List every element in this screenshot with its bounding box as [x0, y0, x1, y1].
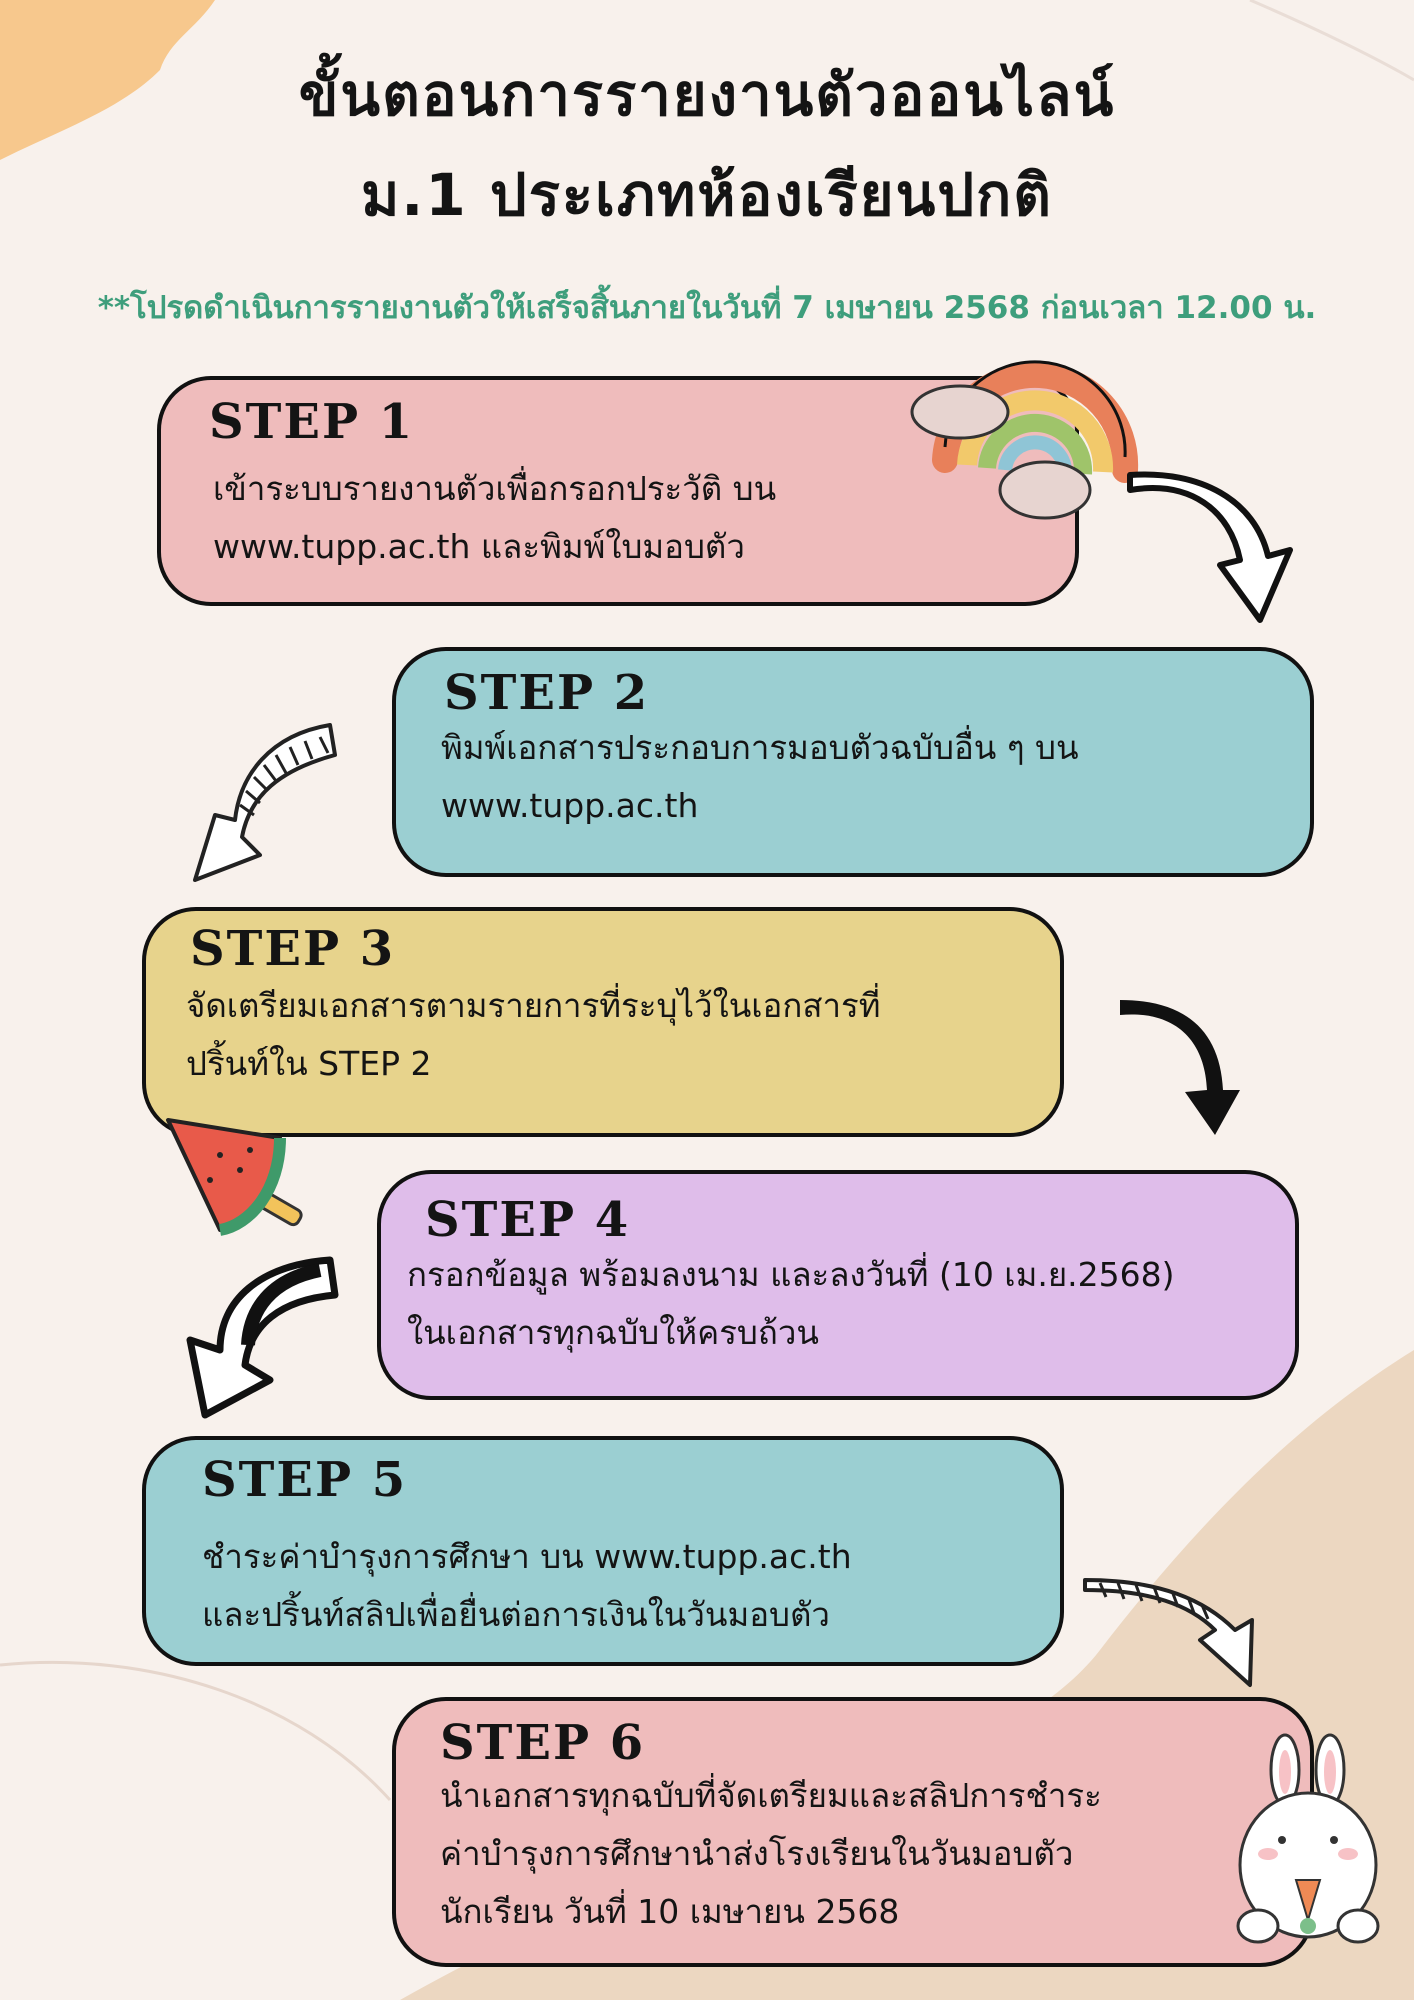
page-title-line2: ม.1 ประเภทห้องเรียนปกติ — [361, 161, 1053, 229]
step-5-label: STEP 5 — [202, 1452, 408, 1508]
rainbow-icon — [910, 360, 1139, 520]
deadline-notice: **โปรดดำเนินการรายงานตัวให้เสร็จสิ้นภายใ… — [97, 290, 1317, 326]
step-2-label: STEP 2 — [444, 665, 650, 721]
step-1-card: STEP 1 เข้าระบบรายงานตัวเพื่อกรอกประวัติ… — [157, 376, 1079, 606]
step-2-description: พิมพ์เอกสารประกอบการมอบตัวฉบับอื่น ๆ บน … — [441, 719, 1079, 835]
step-4-line-1: กรอกข้อมูล พร้อมลงนาม และลงวันที่ (10 เม… — [407, 1255, 1175, 1294]
step-6-line-2: ค่าบำรุงการศึกษานำส่งโรงเรียนในวันมอบตัว — [440, 1834, 1074, 1873]
arrow-icon-5 — [1083, 1578, 1254, 1687]
step-6-description: นำเอกสารทุกฉบับที่จัดเตรียมและสลิปการชำร… — [440, 1767, 1102, 1941]
step-4-card: STEP 4 กรอกข้อมูล พร้อมลงนาม และลงวันที่… — [377, 1170, 1299, 1400]
step-1-line-2: www.tupp.ac.th และพิมพ์ใบมอบตัว — [213, 527, 745, 566]
step-6-label: STEP 6 — [440, 1715, 646, 1771]
step-5-card: STEP 5 ชำระค่าบำรุงการศึกษา บน www.tupp.… — [142, 1436, 1064, 1666]
step-2-line-1: พิมพ์เอกสารประกอบการมอบตัวฉบับอื่น ๆ บน — [441, 728, 1079, 767]
step-5-line-2: และปริ้นท์สลิปเพื่อยื่นต่อการเงินในวันมอ… — [202, 1595, 830, 1634]
step-6-line-1: นำเอกสารทุกฉบับที่จัดเตรียมและสลิปการชำร… — [440, 1776, 1102, 1815]
step-3-line-2: ปริ้นท์ใน STEP 2 — [186, 1044, 432, 1083]
arrow-icon-3 — [1120, 1000, 1240, 1135]
step-4-line-2: ในเอกสารทุกฉบับให้ครบถ้วน — [407, 1313, 819, 1352]
arrow-icon-2 — [193, 723, 337, 882]
step-2-line-2: www.tupp.ac.th — [441, 786, 699, 825]
step-3-card: STEP 3 จัดเตรียมเอกสารตามรายการที่ระบุไว… — [142, 907, 1064, 1137]
step-5-line-1: ชำระค่าบำรุงการศึกษา บน www.tupp.ac.th — [202, 1537, 852, 1576]
step-6-line-3: นักเรียน วันที่ 10 เมษายน 2568 — [440, 1892, 900, 1931]
step-6-card: STEP 6 นำเอกสารทุกฉบับที่จัดเตรียมและสลิ… — [392, 1697, 1314, 1967]
page-title-line1: ขั้นตอนการรายงานตัวออนไลน์ — [298, 61, 1116, 129]
step-1-description: เข้าระบบรายงานตัวเพื่อกรอกประวัติ บน www… — [213, 460, 776, 576]
step-1-label: STEP 1 — [209, 394, 415, 450]
step-5-description: ชำระค่าบำรุงการศึกษา บน www.tupp.ac.th แ… — [202, 1528, 852, 1644]
step-4-label: STEP 4 — [425, 1192, 631, 1248]
bunny-icon — [1236, 1733, 1380, 1944]
arrow-icon-1 — [1127, 471, 1293, 623]
watermelon-popsicle-icon — [166, 1118, 303, 1236]
step-3-label: STEP 3 — [190, 921, 396, 977]
step-4-description: กรอกข้อมูล พร้อมลงนาม และลงวันที่ (10 เม… — [407, 1246, 1175, 1362]
step-3-description: จัดเตรียมเอกสารตามรายการที่ระบุไว้ในเอกส… — [186, 977, 880, 1093]
step-2-card: STEP 2 พิมพ์เอกสารประกอบการมอบตัวฉบับอื่… — [392, 647, 1314, 877]
arrow-icon-4 — [186, 1256, 339, 1419]
step-1-line-1: เข้าระบบรายงานตัวเพื่อกรอกประวัติ บน — [213, 469, 777, 508]
step-3-line-1: จัดเตรียมเอกสารตามรายการที่ระบุไว้ในเอกส… — [186, 986, 881, 1025]
